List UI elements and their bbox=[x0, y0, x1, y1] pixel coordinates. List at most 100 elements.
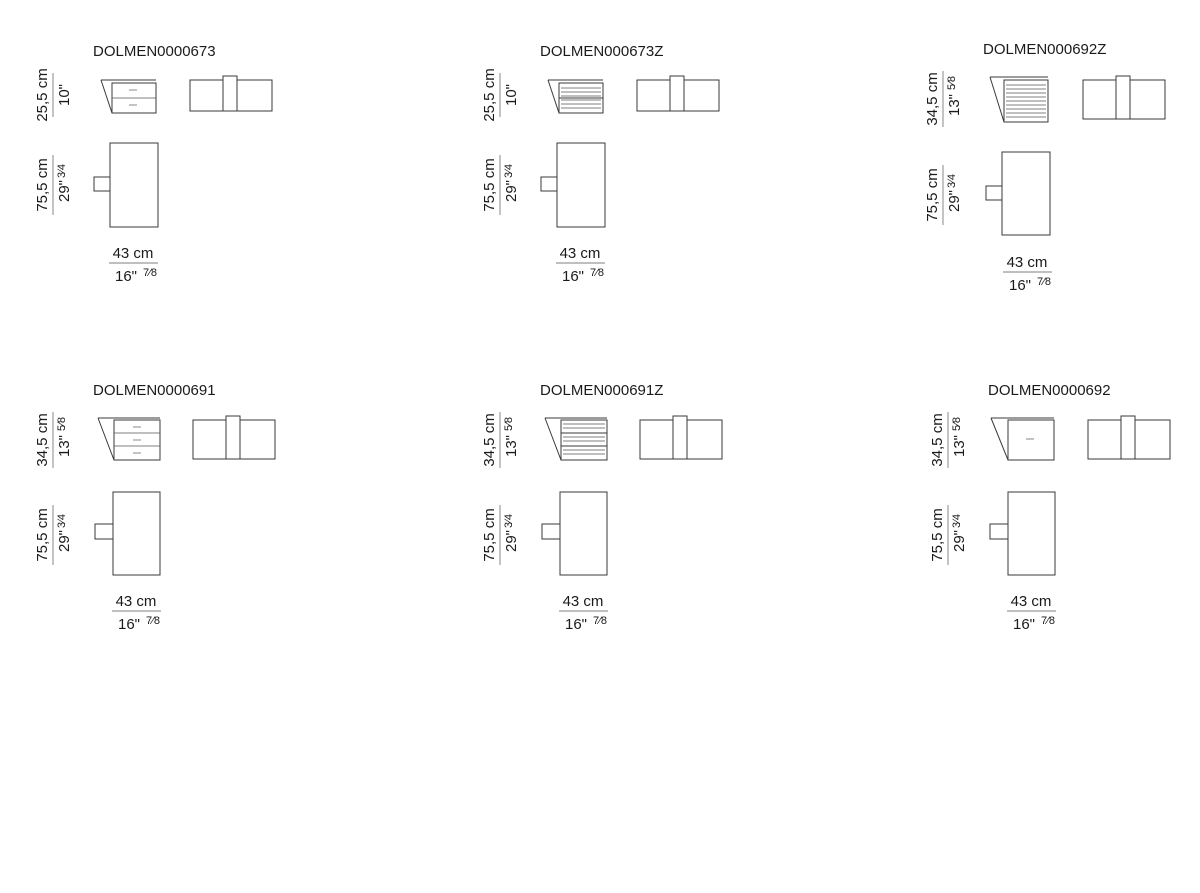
product-code: DOLMEN0000691 bbox=[93, 382, 216, 399]
top-height-in: 13" bbox=[503, 435, 520, 457]
height-dimension: 75,5 cm 29" 3⁄4 bbox=[924, 165, 963, 225]
height-in: 29" bbox=[946, 190, 963, 212]
height-cm: 75,5 cm bbox=[481, 508, 498, 561]
height-dimension: 75,5 cm 29" 3⁄4 bbox=[481, 155, 520, 215]
top-height-in-fraction: 5⁄8 bbox=[946, 76, 958, 90]
height-cm: 75,5 cm bbox=[929, 508, 946, 561]
top-plan-view bbox=[1087, 415, 1171, 460]
width-cm: 43 cm bbox=[563, 593, 604, 610]
front-view bbox=[94, 491, 161, 576]
top-height-cm: 34,5 cm bbox=[481, 413, 498, 466]
width-in: 16" bbox=[1009, 277, 1031, 294]
product-code: DOLMEN000673Z bbox=[540, 43, 663, 60]
top-height-in-fraction: 5⁄8 bbox=[951, 417, 963, 431]
front-view bbox=[985, 151, 1051, 236]
height-in: 29" bbox=[503, 530, 520, 552]
width-in: 16" bbox=[562, 268, 584, 285]
top-height-cm: 34,5 cm bbox=[34, 413, 51, 466]
product-panel: DOLMEN000692Z 34,5 cm 13" 5⁄8 bbox=[924, 41, 1166, 294]
height-in-fraction: 3⁄4 bbox=[951, 514, 963, 528]
width-cm: 43 cm bbox=[560, 245, 601, 262]
width-dimension: 43 cm 16" 7⁄8 bbox=[112, 593, 161, 633]
height-cm: 75,5 cm bbox=[34, 158, 51, 211]
width-dimension: 43 cm 16" 7⁄8 bbox=[559, 593, 608, 633]
top-height-cm: 25,5 cm bbox=[481, 68, 498, 121]
top-height-in-fraction: 5⁄8 bbox=[56, 417, 68, 431]
width-in: 16" bbox=[565, 616, 587, 633]
width-in-fraction: 7⁄8 bbox=[1041, 615, 1055, 627]
front-view bbox=[93, 142, 159, 228]
top-height-dimension: 34,5 cm 13" 5⁄8 bbox=[481, 412, 520, 468]
height-in-fraction: 3⁄4 bbox=[503, 514, 515, 528]
top-plan-view bbox=[636, 75, 720, 112]
front-view bbox=[541, 491, 608, 576]
width-dimension: 43 cm 16" 7⁄8 bbox=[1007, 593, 1056, 633]
top-plan-view bbox=[639, 415, 723, 460]
top-height-dimension: 25,5 cm 10" bbox=[481, 68, 520, 121]
width-in: 16" bbox=[1013, 616, 1035, 633]
width-cm: 43 cm bbox=[113, 245, 154, 262]
top-side-view bbox=[990, 417, 1055, 461]
width-in: 16" bbox=[115, 268, 137, 285]
width-cm: 43 cm bbox=[116, 593, 157, 610]
top-side-view bbox=[989, 76, 1049, 123]
product-panel: DOLMEN0000692 34,5 cm 13" 5⁄8 75,5 cm 29… bbox=[929, 382, 1171, 633]
top-height-cm: 34,5 cm bbox=[924, 72, 941, 125]
height-cm: 75,5 cm bbox=[481, 158, 498, 211]
top-side-view bbox=[100, 79, 157, 114]
width-in-fraction: 7⁄8 bbox=[146, 615, 160, 627]
width-dimension: 43 cm 16" 7⁄8 bbox=[556, 245, 605, 285]
width-in: 16" bbox=[118, 616, 140, 633]
top-height-in: 13" bbox=[946, 94, 963, 116]
top-height-in: 10" bbox=[56, 84, 73, 106]
product-panel: DOLMEN000673Z 25,5 cm 10" 75,5 bbox=[481, 43, 720, 285]
height-dimension: 75,5 cm 29" 3⁄4 bbox=[481, 505, 520, 565]
top-height-dimension: 34,5 cm 13" 5⁄8 bbox=[924, 71, 963, 127]
height-in-fraction: 3⁄4 bbox=[946, 174, 958, 188]
wood-grain-stripes bbox=[563, 423, 605, 455]
top-height-dimension: 34,5 cm 13" 5⁄8 bbox=[34, 412, 73, 468]
width-dimension: 43 cm 16" 7⁄8 bbox=[109, 245, 158, 285]
height-in: 29" bbox=[951, 530, 968, 552]
product-panel: DOLMEN000691Z 34,5 cm 13" 5⁄8 bbox=[481, 382, 723, 633]
top-height-in: 10" bbox=[503, 84, 520, 106]
top-height-dimension: 34,5 cm 13" 5⁄8 bbox=[929, 412, 968, 468]
width-cm: 43 cm bbox=[1007, 254, 1048, 271]
top-side-view bbox=[544, 417, 608, 461]
top-plan-view bbox=[1082, 75, 1166, 120]
product-code: DOLMEN0000673 bbox=[93, 43, 216, 60]
width-in-fraction: 7⁄8 bbox=[143, 267, 157, 279]
height-cm: 75,5 cm bbox=[34, 508, 51, 561]
top-plan-view bbox=[192, 415, 276, 460]
height-in-fraction: 3⁄4 bbox=[503, 164, 515, 178]
height-cm: 75,5 cm bbox=[924, 168, 941, 221]
width-in-fraction: 7⁄8 bbox=[1037, 276, 1051, 288]
front-view bbox=[540, 142, 606, 228]
height-in: 29" bbox=[56, 180, 73, 202]
width-dimension: 43 cm 16" 7⁄8 bbox=[1003, 254, 1052, 294]
height-in: 29" bbox=[503, 180, 520, 202]
product-code: DOLMEN000692Z bbox=[983, 41, 1106, 58]
top-height-cm: 34,5 cm bbox=[929, 413, 946, 466]
product-code: DOLMEN0000692 bbox=[988, 382, 1111, 399]
top-height-in: 13" bbox=[951, 435, 968, 457]
top-height-cm: 25,5 cm bbox=[34, 68, 51, 121]
front-view bbox=[989, 491, 1056, 576]
height-in: 29" bbox=[56, 530, 73, 552]
width-in-fraction: 7⁄8 bbox=[593, 615, 607, 627]
height-dimension: 75,5 cm 29" 3⁄4 bbox=[929, 505, 968, 565]
height-in-fraction: 3⁄4 bbox=[56, 514, 68, 528]
wood-grain-stripes bbox=[561, 87, 601, 109]
top-plan-view bbox=[189, 75, 273, 112]
wood-grain-stripes bbox=[1006, 84, 1046, 118]
height-in-fraction: 3⁄4 bbox=[56, 164, 68, 178]
height-dimension: 75,5 cm 29" 3⁄4 bbox=[34, 155, 73, 215]
top-side-view bbox=[547, 79, 604, 114]
top-height-in-fraction: 5⁄8 bbox=[503, 417, 515, 431]
width-cm: 43 cm bbox=[1011, 593, 1052, 610]
height-dimension: 75,5 cm 29" 3⁄4 bbox=[34, 505, 73, 565]
width-in-fraction: 7⁄8 bbox=[590, 267, 604, 279]
top-height-dimension: 25,5 cm 10" bbox=[34, 68, 73, 121]
product-panel: DOLMEN0000691 34,5 cm 13" 5⁄8 75,5 cm 29… bbox=[34, 382, 276, 633]
